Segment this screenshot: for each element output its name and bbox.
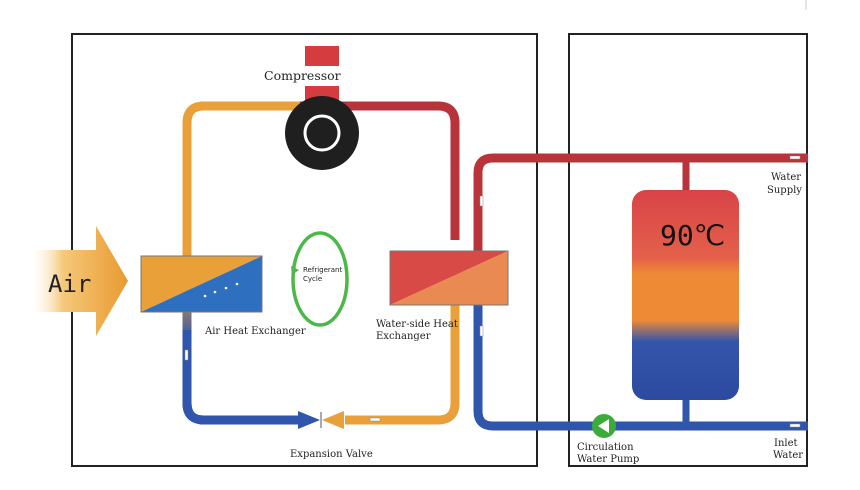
flow-marker — [479, 195, 484, 207]
right-refrigerant-pipe — [345, 300, 460, 425]
water-supply-label-line-1: Water — [771, 172, 801, 183]
left-cold-pipe — [182, 330, 205, 425]
water-supply-label-line-2: Supply — [767, 185, 802, 196]
water-side-heat-exchanger-label-line-2: Exchanger — [376, 331, 431, 342]
refrigerant-cycle-icon — [291, 231, 349, 327]
expansion-valve-label: Expansion Valve — [290, 449, 373, 460]
circulation-pump — [592, 414, 616, 438]
water-side-heat-exchanger-label-line-1: Water-side Heat — [376, 319, 458, 330]
top-hot-pipe — [300, 101, 460, 240]
circulation-pump-label-line-1: Circulation — [577, 442, 634, 453]
refrigerant-cycle-label-line-2: Cycle — [303, 275, 322, 283]
inlet-water-label-line-2: Water — [773, 450, 803, 461]
inlet-water-label-line-1: Inlet — [774, 438, 798, 449]
air-heat-exchanger-label: Air Heat Exchanger — [204, 326, 306, 337]
water-side-heat-exchanger — [389, 250, 509, 306]
refrigerant-cycle-label-line-1: Refrigerant — [303, 266, 342, 274]
air-heat-exchanger — [140, 255, 263, 313]
compressor — [285, 46, 359, 170]
air-label: Air — [48, 270, 91, 298]
tank-temperature-readout: 90℃ — [660, 219, 725, 252]
circulation-pump-label-line-2: Water Pump — [577, 454, 639, 465]
flow-marker — [479, 325, 484, 337]
water-system-frame — [568, 33, 808, 467]
flow-marker — [789, 155, 801, 160]
flow-marker — [789, 423, 801, 428]
flow-marker — [184, 349, 189, 361]
system-frame — [71, 33, 538, 467]
flow-marker — [369, 417, 381, 422]
water-tank — [632, 190, 739, 400]
inlet-water-pipe — [473, 300, 808, 431]
air-arrow — [28, 226, 128, 336]
expansion-valve — [298, 411, 344, 429]
compressor-label: Compressor — [264, 68, 341, 83]
water-supply-pipe — [473, 153, 808, 260]
